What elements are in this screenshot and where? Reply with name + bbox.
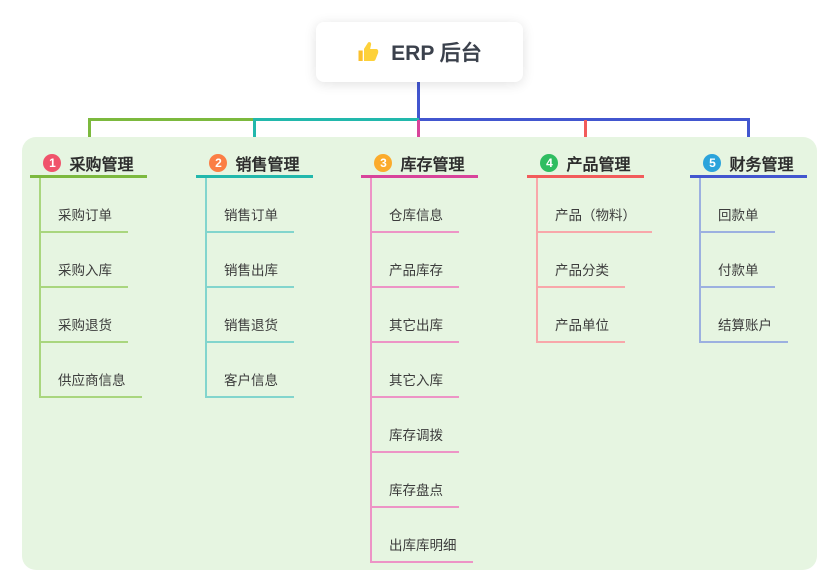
branch-purchase: 1 采购管理 采购订单 采购入库 采购退货 供应商信息 (30, 150, 147, 398)
child-node[interactable]: 供应商信息 (41, 369, 142, 398)
branch-header-purchase[interactable]: 1 采购管理 (30, 150, 147, 178)
branch-number-badge: 2 (209, 153, 228, 172)
child-node[interactable]: 销售订单 (207, 204, 294, 233)
child-node[interactable]: 库存调拨 (372, 424, 459, 453)
child-node[interactable]: 销售出库 (207, 259, 294, 288)
root-node[interactable]: ERP 后台 (316, 22, 523, 82)
branch-number-badge: 3 (374, 153, 393, 172)
branch-children: 回款单 付款单 结算账户 (699, 178, 807, 343)
branch-sales: 2 销售管理 销售订单 销售出库 销售退货 客户信息 (196, 150, 313, 398)
child-node[interactable]: 客户信息 (207, 369, 294, 398)
mindmap-panel (22, 137, 817, 570)
child-node[interactable]: 结算账户 (701, 314, 788, 343)
branch-header-sales[interactable]: 2 销售管理 (196, 150, 313, 178)
drop-inventory (417, 120, 420, 145)
branch-header-product[interactable]: 4 产品管理 (527, 150, 644, 178)
branch-children: 仓库信息 产品库存 其它出库 其它入库 库存调拨 库存盘点 出库库明细 (370, 178, 478, 563)
branch-label: 采购管理 (69, 156, 134, 174)
branch-number-badge: 1 (43, 153, 62, 172)
drop-purchase (88, 118, 91, 145)
child-node[interactable]: 其它入库 (372, 369, 459, 398)
child-node[interactable]: 仓库信息 (372, 204, 459, 233)
branch-label: 财务管理 (729, 156, 794, 174)
child-node[interactable]: 采购入库 (41, 259, 128, 288)
bus-segment-purchase (88, 118, 254, 121)
bus-segment-sales (254, 118, 419, 121)
branch-children: 采购订单 采购入库 采购退货 供应商信息 (39, 178, 147, 398)
child-node[interactable]: 采购退货 (41, 314, 128, 343)
branch-finance: 5 财务管理 回款单 付款单 结算账户 (690, 150, 807, 343)
drop-finance (747, 118, 750, 145)
branch-header-finance[interactable]: 5 财务管理 (690, 150, 807, 178)
child-node[interactable]: 产品（物料） (538, 204, 652, 233)
bus-segment-right (419, 118, 750, 121)
child-node[interactable]: 销售退货 (207, 314, 294, 343)
branch-label: 库存管理 (400, 156, 465, 174)
child-node[interactable]: 采购订单 (41, 204, 128, 233)
child-node[interactable]: 产品分类 (538, 259, 625, 288)
root-stem-connector (417, 82, 420, 118)
branch-label: 产品管理 (566, 156, 631, 174)
root-title: ERP 后台 (391, 42, 482, 65)
branch-header-inventory[interactable]: 3 库存管理 (361, 150, 478, 178)
child-node[interactable]: 出库库明细 (372, 534, 473, 563)
thumbs-up-icon (358, 42, 379, 61)
child-node[interactable]: 产品单位 (538, 314, 625, 343)
child-node[interactable]: 库存盘点 (372, 479, 459, 508)
child-node[interactable]: 回款单 (701, 204, 775, 233)
branch-product: 4 产品管理 产品（物料） 产品分类 产品单位 (527, 150, 652, 343)
branch-children: 产品（物料） 产品分类 产品单位 (536, 178, 652, 343)
branch-children: 销售订单 销售出库 销售退货 客户信息 (205, 178, 313, 398)
branch-number-badge: 4 (540, 153, 559, 172)
child-node[interactable]: 付款单 (701, 259, 775, 288)
branch-inventory: 3 库存管理 仓库信息 产品库存 其它出库 其它入库 库存调拨 库存盘点 出库库… (361, 150, 478, 563)
branch-label: 销售管理 (235, 156, 300, 174)
child-node[interactable]: 产品库存 (372, 259, 459, 288)
drop-sales (253, 118, 256, 145)
branch-number-badge: 5 (703, 153, 722, 172)
drop-product (584, 120, 587, 145)
child-node[interactable]: 其它出库 (372, 314, 459, 343)
